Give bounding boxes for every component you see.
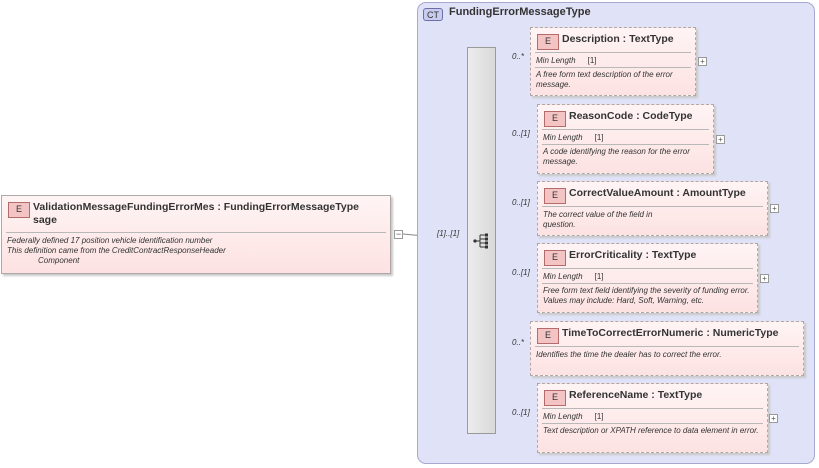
facet-row: Min Length [1] — [543, 412, 604, 421]
element-cardinality: 0..[1] — [512, 198, 530, 207]
root-cardinality: [1]..[1] — [437, 229, 460, 238]
element-doc: The correct value of the field in questi… — [543, 210, 653, 229]
element-badge: E — [544, 250, 566, 266]
separator — [542, 283, 753, 284]
facet-row: Min Length [1] — [543, 133, 604, 142]
element-doc: A free form text description of the erro… — [536, 70, 673, 89]
element-doc: Text description or XPATH reference to d… — [543, 426, 759, 435]
separator — [535, 346, 799, 347]
element-doc: A code identifying the reason for the er… — [543, 147, 690, 166]
element-doc: Identifies the time the dealer has to co… — [536, 350, 722, 359]
separator — [535, 67, 691, 68]
element-reason-code[interactable]: E ReasonCode : CodeType Min Length [1] A … — [537, 104, 714, 174]
element-description[interactable]: E Description : TextType Min Length [1] A… — [530, 27, 696, 96]
element-title: Description : TextType — [562, 33, 674, 45]
separator — [542, 423, 763, 424]
complex-type-name: FundingErrorMessageType — [449, 6, 591, 18]
separator — [535, 52, 691, 53]
root-element-doc: Component — [38, 256, 80, 265]
separator — [542, 268, 753, 269]
expand-toggle[interactable]: + — [698, 57, 707, 66]
element-title: CorrectValueAmount : AmountType — [569, 187, 746, 199]
element-title: TimeToCorrectErrorNumeric : NumericType — [562, 327, 779, 339]
element-title: ReferenceName : TextType — [569, 389, 703, 401]
element-badge: E — [544, 188, 566, 204]
facet-value: [1] — [587, 56, 597, 65]
separator — [542, 408, 763, 409]
separator — [542, 144, 709, 145]
facet-value: [1] — [594, 133, 604, 142]
element-correct-value-amount[interactable]: E CorrectValueAmount : AmountType The co… — [537, 181, 768, 236]
element-time-to-correct-error-numeric[interactable]: E TimeToCorrectErrorNumeric : NumericTyp… — [530, 321, 804, 376]
expand-toggle[interactable]: + — [769, 414, 778, 423]
sequence-compositor[interactable] — [467, 47, 496, 434]
element-cardinality: 0..* — [512, 52, 525, 61]
facet-value: [1] — [594, 412, 604, 421]
element-badge: E — [8, 202, 30, 218]
element-badge: E — [537, 34, 559, 50]
element-title: ErrorCriticality : TextType — [569, 249, 697, 261]
element-cardinality: 0..[1] — [512, 408, 530, 417]
sequence-compositor-icon — [473, 233, 488, 249]
separator — [542, 129, 709, 130]
facet-row: Min Length [1] — [536, 56, 597, 65]
separator — [6, 232, 386, 233]
root-element-title: ValidationMessageFundingErrorMes : Fundi… — [33, 201, 359, 213]
element-doc: Free form text field identifying the sev… — [543, 286, 750, 305]
element-reference-name[interactable]: E ReferenceName : TextType Min Length [1]… — [537, 383, 768, 453]
element-title: ReasonCode : CodeType — [569, 110, 693, 122]
complex-type-badge: CT — [423, 8, 443, 21]
root-element-title-wrap: sage — [33, 214, 57, 226]
element-badge: E — [544, 390, 566, 406]
expand-toggle[interactable]: + — [760, 274, 769, 283]
element-badge: E — [537, 328, 559, 344]
facet-name: Min Length — [536, 56, 576, 65]
separator — [542, 206, 763, 207]
element-cardinality: 0..[1] — [512, 129, 530, 138]
facet-value: [1] — [594, 272, 604, 281]
element-badge: E — [544, 111, 566, 127]
root-element-doc: This definition came from the CreditCont… — [7, 246, 226, 255]
root-element-box[interactable]: E ValidationMessageFundingErrorMes : Fun… — [1, 195, 391, 274]
expand-toggle[interactable]: + — [716, 135, 725, 144]
facet-name: Min Length — [543, 133, 583, 142]
facet-name: Min Length — [543, 272, 583, 281]
element-cardinality: 0..[1] — [512, 268, 530, 277]
expand-toggle[interactable]: + — [770, 204, 779, 213]
element-cardinality: 0..* — [512, 338, 525, 347]
collapse-toggle[interactable]: − — [394, 229, 403, 239]
facet-row: Min Length [1] — [543, 272, 604, 281]
element-error-criticality[interactable]: E ErrorCriticality : TextType Min Length… — [537, 243, 758, 313]
root-element-doc: Federally defined 17 position vehicle id… — [7, 236, 213, 245]
facet-name: Min Length — [543, 412, 583, 421]
